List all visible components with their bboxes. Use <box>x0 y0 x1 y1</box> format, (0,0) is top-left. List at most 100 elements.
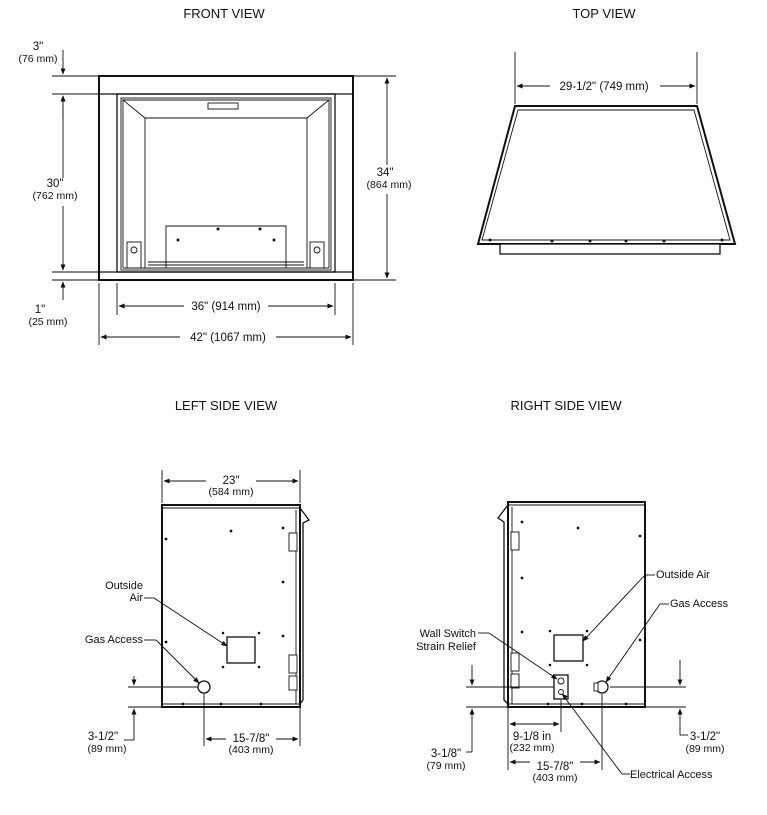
right-side-view: RIGHT SIDE VIEW O <box>416 398 728 784</box>
side-screw <box>638 534 642 538</box>
panel-screw <box>258 227 262 231</box>
left-outside-air-opening <box>226 636 256 664</box>
right-bracket-hole <box>313 246 321 254</box>
dim-elec-height-in: 3-1/8" <box>431 748 461 760</box>
left-outside-air-label-2: Air <box>130 592 144 604</box>
dim-opening-width: 36" (914 mm) <box>191 301 260 313</box>
air-opening-screw <box>548 663 552 667</box>
right-side-view-title: RIGHT SIDE VIEW <box>511 398 623 413</box>
right-hinge-bottom <box>510 673 520 689</box>
side-screw <box>546 702 550 706</box>
dim-left-gas-height-mm: (89 mm) <box>87 743 126 755</box>
leader-wall-switch <box>488 632 558 680</box>
left-gas-access-hole <box>197 680 211 694</box>
side-screw <box>229 529 233 533</box>
left-side-body <box>161 504 301 708</box>
leader-electrical-access <box>561 693 623 775</box>
right-outside-air-label: Outside Air <box>656 569 710 581</box>
side-screw <box>281 634 285 638</box>
left-bracket-hole <box>130 246 138 254</box>
firebox-back-panel <box>165 225 287 268</box>
panel-screw <box>176 238 180 242</box>
front-view: FRONT VIEW 3" (76 mm <box>18 6 411 345</box>
right-gas-fitting <box>593 682 599 692</box>
top-view-inner-outline <box>481 109 731 241</box>
dim-elec-depth-in: 9-1/8 in <box>513 731 551 743</box>
side-screw <box>164 640 168 644</box>
air-opening-screw <box>221 631 225 635</box>
right-hinge-lower <box>510 652 520 672</box>
dim-left-gas-depth-mm: (403 mm) <box>229 744 274 756</box>
side-screw <box>281 526 285 530</box>
wall-switch-label-2: Strain Relief <box>416 641 477 653</box>
right-strain-relief-hole <box>557 677 565 685</box>
left-front-lip <box>299 507 310 705</box>
left-outside-air-label-1: Outside <box>105 580 143 592</box>
left-gas-access-label: Gas Access <box>85 634 144 646</box>
leader-gas-access <box>155 639 200 684</box>
side-screw <box>576 526 580 530</box>
wall-switch-label-1: Wall Switch <box>420 628 476 640</box>
leader-right-outside-air <box>582 574 646 642</box>
panel-screw <box>272 238 276 242</box>
leader-electrical-arrowhead <box>561 693 568 700</box>
air-opening-screw <box>257 631 261 635</box>
left-hinge-bottom <box>288 675 298 691</box>
leader-outside-air <box>153 597 228 647</box>
side-screw <box>281 580 285 584</box>
left-side-view: LEFT SIDE VIEW Outside Air <box>85 398 310 756</box>
side-screw <box>520 576 524 580</box>
top-screw <box>550 239 554 243</box>
right-electrical-hole <box>558 689 564 695</box>
dim-bottom-band-mm: (25 mm) <box>28 316 67 328</box>
side-screw <box>259 702 263 706</box>
top-screw <box>588 239 592 243</box>
dim-top-band-mm: (76 mm) <box>18 53 57 65</box>
side-screw <box>181 702 185 706</box>
left-corner-bracket <box>126 241 142 269</box>
top-view-title: TOP VIEW <box>572 6 636 21</box>
side-screw <box>164 537 168 541</box>
left-side-view-title: LEFT SIDE VIEW <box>175 398 278 413</box>
top-screw <box>624 239 628 243</box>
dim-right-gas-height-in: 3-1/2" <box>690 731 720 743</box>
side-screw <box>638 638 642 642</box>
top-screw <box>720 238 724 242</box>
dim-bottom-band-in: 1" <box>35 304 45 316</box>
dim-right-gas-height-mm: (89 mm) <box>685 743 724 755</box>
dim-right-gas-depth-mm: (403 mm) <box>533 772 578 784</box>
top-screw <box>662 239 666 243</box>
right-outside-air-opening <box>553 634 584 662</box>
dim-right-gas-depth-in: 15-7/8" <box>537 761 574 773</box>
dim-opening-height-in: 30" <box>47 178 64 190</box>
side-screw <box>219 702 223 706</box>
right-front-lip <box>497 504 509 705</box>
dim-total-width: 42" (1067 mm) <box>190 332 266 344</box>
front-view-title: FRONT VIEW <box>183 6 265 21</box>
dim-top-width: 29-1/2" (749 mm) <box>559 81 648 93</box>
air-opening-screw <box>548 629 552 633</box>
left-hinge-upper <box>288 532 298 552</box>
dim-left-depth-mm: (584 mm) <box>209 486 254 498</box>
electrical-access-label: Electrical Access <box>630 769 713 781</box>
side-screw <box>580 702 584 706</box>
firebox-top-bracket <box>207 102 239 110</box>
right-corner-bracket <box>309 241 325 269</box>
leader-right-gas-access <box>605 603 661 683</box>
right-gas-access-label: Gas Access <box>670 598 729 610</box>
air-opening-screw <box>585 629 589 633</box>
dim-elec-height-mm: (79 mm) <box>426 760 465 772</box>
dim-left-gas-height-in: 3-1/2" <box>88 731 118 743</box>
dim-left-gas-depth-in: 15-7/8" <box>233 733 270 745</box>
panel-screw <box>216 227 220 231</box>
side-screw <box>624 702 628 706</box>
right-side-body <box>507 501 646 708</box>
air-opening-screw <box>257 665 261 669</box>
top-view-front-flange <box>499 243 721 255</box>
dim-elec-depth-mm: (232 mm) <box>510 742 555 754</box>
left-hinge-lower <box>288 654 298 674</box>
top-view: TOP VIEW 29-1/2" (749 mm) <box>476 6 737 255</box>
air-opening-screw <box>585 663 589 667</box>
top-screw <box>488 238 492 242</box>
dim-total-height-mm: (864 mm) <box>367 179 412 191</box>
